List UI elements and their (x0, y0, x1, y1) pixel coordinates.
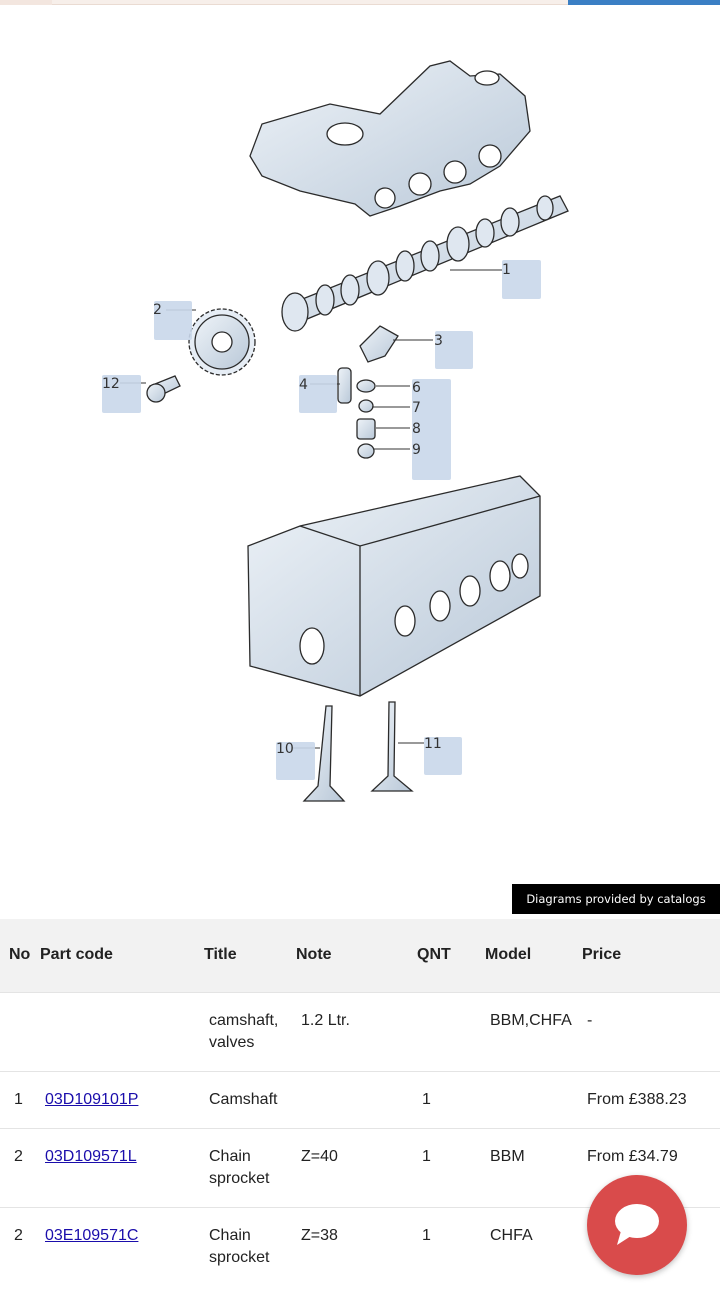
col-model: Model (485, 946, 532, 964)
cell-code: 03D109101P (31, 1070, 195, 1128)
table-row: camshaft, valves 1.2 Ltr. BBM,CHFA - (0, 991, 720, 1071)
cell-title: Chain sprocket (195, 1127, 287, 1207)
parts-diagram: 1 2 3 4 6 7 8 9 10 11 12 (0, 6, 720, 886)
valve-intake (302, 705, 346, 802)
parts-table: No Part code Title Note QNT Model Price … (0, 919, 720, 1286)
cell-note: 1.2 Ltr. (287, 991, 408, 1071)
col-qnt: QNT (417, 946, 451, 964)
col-price: Price (582, 946, 622, 964)
cell-note (287, 1070, 408, 1128)
top-input-strip[interactable] (52, 0, 568, 5)
hotspot-3[interactable] (435, 331, 473, 369)
callout-7[interactable]: 7 (412, 400, 421, 416)
rocker-arm (359, 325, 399, 363)
hotspot-10[interactable] (276, 742, 315, 780)
hotspot-6-9[interactable] (412, 379, 451, 480)
top-bar (0, 0, 720, 5)
diagram-credit: Diagrams provided by catalogs parts (512, 884, 720, 936)
cell-model: BBM,CHFA (476, 991, 573, 1071)
callout-3[interactable]: 3 (434, 333, 443, 349)
cell-model: CHFA (476, 1206, 573, 1286)
cell-code: 03D109571L (31, 1127, 195, 1207)
hotspot-2[interactable] (154, 301, 192, 340)
col-note: Note (296, 946, 332, 964)
col-title: Title (204, 946, 237, 964)
callout-10[interactable]: 10 (276, 741, 294, 757)
cell-model (476, 1070, 573, 1128)
cell-no (0, 991, 31, 1071)
col-part-code: Part code (40, 946, 113, 964)
hotspot-12[interactable] (102, 375, 141, 413)
cell-qnt: 1 (408, 1206, 476, 1286)
cell-price: - (573, 991, 720, 1071)
cell-code: 03E109571C (31, 1206, 195, 1286)
part-code-link[interactable]: 03E109571C (45, 1226, 139, 1244)
callout-2[interactable]: 2 (153, 302, 162, 318)
top-tab-left[interactable] (0, 0, 52, 5)
cell-no: 2 (0, 1127, 31, 1207)
cell-code (31, 991, 195, 1071)
chain-sprocket (188, 308, 256, 376)
cell-title: camshaft, valves (195, 991, 287, 1071)
hotspot-1[interactable] (502, 260, 541, 299)
table-row: 1 03D109101P Camshaft 1 From £388.23 (0, 1070, 720, 1128)
callout-4[interactable]: 4 (299, 377, 308, 393)
callout-6[interactable]: 6 (412, 380, 421, 396)
callout-1[interactable]: 1 (502, 262, 511, 278)
chat-button[interactable] (587, 1175, 687, 1275)
cell-model: BBM (476, 1127, 573, 1207)
exploded-view-drawing (120, 60, 569, 802)
callout-11[interactable]: 11 (424, 736, 442, 752)
cell-qnt: 1 (408, 1070, 476, 1128)
callout-12[interactable]: 12 (102, 376, 120, 392)
callout-8[interactable]: 8 (412, 421, 421, 437)
col-no: No (9, 946, 31, 964)
cell-note: Z=40 (287, 1127, 408, 1207)
hotspot-11[interactable] (424, 737, 462, 775)
callout-9[interactable]: 9 (412, 442, 421, 458)
valve-exhaust (370, 701, 414, 792)
cell-no: 1 (0, 1070, 31, 1128)
chat-bubble-icon (615, 1204, 659, 1245)
cell-qnt: 1 (408, 1127, 476, 1207)
table-header-row: No Part code Title Note QNT Model Price (0, 919, 720, 992)
cell-price: From £388.23 (573, 1070, 720, 1128)
cell-qnt (408, 991, 476, 1071)
top-action-button[interactable] (568, 0, 720, 5)
cell-no: 2 (0, 1206, 31, 1286)
cell-note: Z=38 (287, 1206, 408, 1286)
part-code-link[interactable]: 03D109571L (45, 1147, 137, 1165)
cell-title: Camshaft (195, 1070, 287, 1128)
part-code-link[interactable]: 03D109101P (45, 1090, 139, 1108)
table-row: 2 03D109571L Chain sprocket Z=40 1 BBM F… (0, 1127, 720, 1207)
cell-title: Chain sprocket (195, 1206, 287, 1286)
hotspot-4[interactable] (299, 375, 337, 413)
